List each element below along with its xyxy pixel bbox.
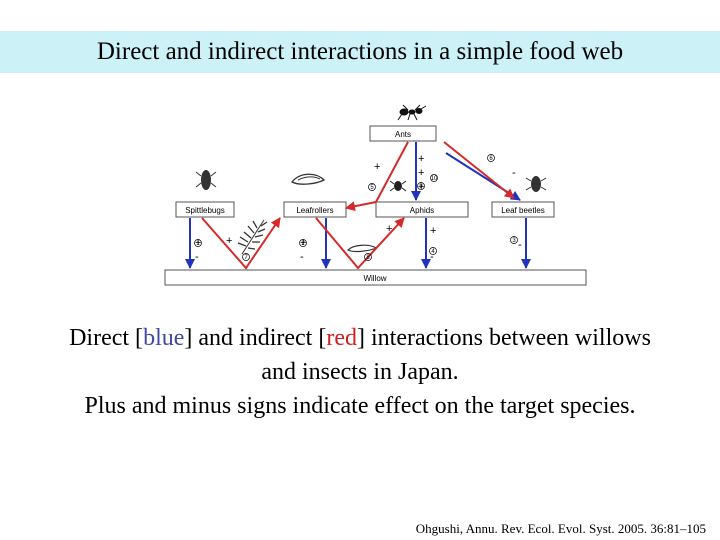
ants-label: Ants — [395, 130, 411, 139]
sign-5-plus: + — [374, 161, 380, 173]
num-1: 1 — [196, 241, 200, 247]
num-4: 4 — [431, 249, 435, 255]
caption-line-1: Direct [blue] and indirect [red] interac… — [0, 321, 720, 355]
leafroller-icon — [290, 173, 326, 185]
caption-red-word: red — [326, 325, 357, 351]
sign-2-minus: - — [300, 251, 304, 263]
spittlebugs-node — [175, 201, 235, 218]
food-web-diagram: Willow Ants Spittlebugs Leafrollers Aphi… — [150, 96, 590, 290]
aphids-node — [375, 201, 469, 218]
aphids-label: Aphids — [410, 206, 434, 215]
num-8: 8 — [366, 255, 370, 261]
arrow-5 — [345, 201, 377, 212]
num-9: 9 — [419, 184, 423, 190]
caption-line-2: and insects in Japan. — [261, 359, 459, 385]
num-7: 7 — [244, 255, 248, 261]
sign-3-minus: - — [518, 239, 522, 251]
ants-node — [369, 125, 437, 142]
sign-9c-plus: + — [418, 181, 424, 193]
aphid-icon — [389, 180, 407, 192]
title-bar: Direct and indirect interactions in a si… — [0, 31, 720, 73]
citation: Ohgushi, Annu. Rev. Ecol. Evol. Syst. 20… — [415, 521, 706, 536]
arrow-5-a — [375, 141, 409, 203]
willow-sprig-icon — [237, 219, 268, 255]
num-2: 2 — [301, 241, 305, 247]
caption-part-1: Direct [ — [69, 325, 144, 351]
indirect-arrows — [201, 141, 515, 270]
caption-part-3: ] interactions between willows — [356, 325, 651, 351]
slide-title: Direct and indirect interactions in a si… — [96, 38, 624, 65]
spittlebug-icon — [195, 170, 217, 190]
leafbeetles-node — [491, 201, 555, 218]
number-circles — [194, 154, 518, 261]
leafrollers-label: Leafrollers — [296, 206, 333, 215]
arrow-8 — [315, 217, 405, 270]
sign-6-minus: - — [512, 167, 516, 179]
caption-part-2: ] and indirect [ — [184, 325, 327, 351]
caption: Direct [blue] and indirect [red] interac… — [0, 321, 720, 423]
num-10: 10 — [431, 176, 438, 182]
willow-node — [164, 269, 587, 286]
sign-4-minus: - — [430, 251, 434, 263]
spittlebugs-label: Spittlebugs — [185, 206, 225, 215]
caption-line-3: Plus and minus signs indicate effect on … — [84, 393, 636, 419]
arrow-6 — [443, 141, 515, 199]
willow-label: Willow — [363, 274, 386, 283]
sign-1-plus: + — [195, 237, 201, 249]
sign-1-minus: - — [195, 251, 199, 263]
num-6: 6 — [489, 156, 493, 162]
leafroll-icon — [346, 244, 378, 253]
sign-4-plus: + — [430, 225, 436, 237]
arrow-7 — [201, 217, 281, 270]
num-3: 3 — [512, 238, 516, 244]
sign-8-plus: + — [386, 223, 392, 235]
sign-2-plus: + — [300, 237, 306, 249]
leafbeetles-label: Leaf beetles — [501, 206, 545, 215]
sign-9b-plus: + — [418, 167, 424, 179]
sign-9-plus: + — [418, 153, 424, 165]
caption-blue-word: blue — [143, 325, 185, 351]
num-5: 5 — [370, 185, 374, 191]
sign-7-plus: + — [226, 235, 232, 247]
leaf-beetle-icon — [525, 176, 547, 192]
ant-icon — [397, 104, 427, 121]
